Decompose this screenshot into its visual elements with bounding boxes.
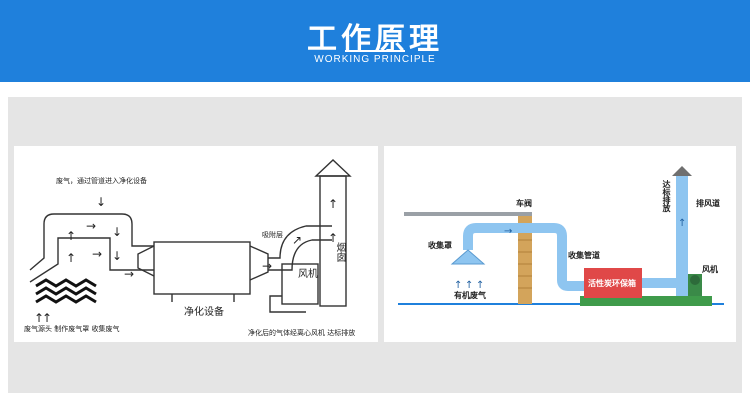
svg-text:→: → <box>86 219 96 233</box>
carbon-box-label: 活性炭环保箱 <box>588 279 636 288</box>
svg-text:↗: ↗ <box>292 233 302 247</box>
svg-text:↓: ↓ <box>112 249 122 263</box>
svg-text:→: → <box>92 247 102 261</box>
pipe-note-label: 废气，通过管道进入净化设备 <box>56 177 147 185</box>
page-subtitle: WORKING PRINCIPLE <box>314 54 436 65</box>
svg-text:↑: ↑ <box>328 231 338 245</box>
svg-text:↑: ↑ <box>465 280 473 291</box>
exhaust-duct-label: 排风道 <box>696 199 720 208</box>
left-diagram-panel: ↑ → ↓ ↑ → ↓ → → ↗ ↑ ↑ ↓ ↑ ↑ 废气，通过管道进入净化设… <box>14 146 378 342</box>
title-divider <box>345 50 405 52</box>
svg-text:→: → <box>504 226 512 237</box>
svg-text:↑: ↑ <box>66 229 76 243</box>
svg-text:↑: ↑ <box>678 218 686 229</box>
diagram-area: ↑ → ↓ ↑ → ↓ → → ↗ ↑ ↑ ↓ ↑ ↑ 废气，通过管道进入净化设… <box>8 97 742 393</box>
organic-gas-label: 有机废气 <box>454 291 486 300</box>
header-banner: 工作原理 WORKING PRINCIPLE <box>0 0 750 82</box>
svg-text:↑: ↑ <box>328 197 338 211</box>
bottom-left-caption: 废气源头 制作废气罩 收集废气 <box>24 325 120 333</box>
svg-text:↓: ↓ <box>112 225 122 239</box>
svg-text:↑: ↑ <box>34 311 44 325</box>
chimney-label: 烟囱 <box>334 242 345 262</box>
fan-label: 风机 <box>298 269 318 280</box>
svg-text:↑: ↑ <box>66 251 76 265</box>
bottom-right-caption: 净化后的气体经离心风机 达标排放 <box>248 329 356 337</box>
adsorption-label: 吸附层 <box>262 231 283 239</box>
right-fan-label: 风机 <box>702 265 718 274</box>
svg-text:↑: ↑ <box>454 280 462 291</box>
svg-text:→: → <box>262 259 272 273</box>
hood-label: 收集罩 <box>428 241 452 250</box>
svg-text:↓: ↓ <box>96 195 106 209</box>
discharge-label: 达标排放 <box>662 180 671 212</box>
svg-text:→: → <box>124 267 134 281</box>
svg-text:↑: ↑ <box>42 311 52 325</box>
right-diagram-panel: ↑ ↑ ↑ → ↑ 车阀 收集罩 有机废气 收集管道 活性炭环保箱 达标排放 排… <box>384 146 736 342</box>
svg-text:↑: ↑ <box>476 280 484 291</box>
right-diagram-drawing: ↑ ↑ ↑ → ↑ <box>398 166 724 306</box>
valve-label: 车阀 <box>516 199 532 208</box>
purifier-label: 净化设备 <box>184 307 224 318</box>
pipeline-label: 收集管道 <box>568 251 600 260</box>
left-diagram-drawing: ↑ → ↓ ↑ → ↓ → → ↗ ↑ ↑ ↓ ↑ ↑ <box>29 159 352 325</box>
